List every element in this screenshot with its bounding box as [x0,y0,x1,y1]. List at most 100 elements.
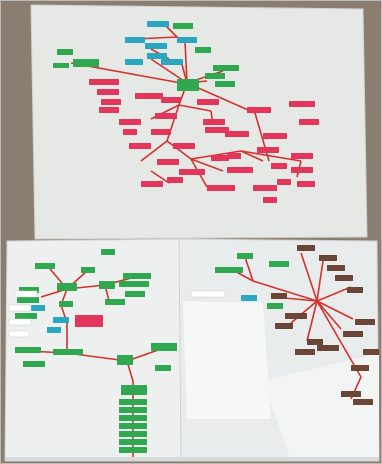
red-card [203,119,225,125]
red-card [155,113,177,119]
red-card [167,177,183,183]
green-card [99,281,115,289]
green-card [59,301,73,307]
paper-boards [5,5,379,461]
green-card [119,281,149,287]
green-card [215,81,235,87]
green-card [119,431,147,437]
green-card [23,361,45,367]
white-label-card [9,319,31,325]
red-card [207,185,235,191]
teal-card [177,37,197,43]
red-card [227,167,253,173]
red-card [97,89,119,95]
white-label-card [15,291,37,297]
red-card [291,167,313,173]
red-card [161,97,181,103]
red-card [123,129,137,135]
green-card [105,299,125,305]
brown-card [327,265,345,271]
green-card [151,343,177,351]
red-card [247,107,271,113]
brown-card [343,331,363,337]
green-card [123,273,151,279]
green-card [205,73,225,79]
green-card [213,65,239,71]
green-card [173,23,193,29]
green-card [57,283,77,291]
teal-card [147,21,169,27]
red-card [197,99,219,105]
green-card [155,365,171,371]
brown-card [317,345,339,351]
brown-card [297,245,315,251]
green-card [195,47,211,53]
brown-card [353,399,373,405]
red-card [289,101,315,107]
red-card [89,79,119,85]
teal-card [47,327,61,333]
red-card [263,133,287,139]
red-card [291,153,313,159]
red-card [227,153,241,159]
white-label-card [9,305,31,311]
red-card [135,93,163,99]
brown-card [341,391,361,397]
red-card [141,181,163,187]
green-card [53,63,69,68]
green-card [237,253,253,259]
green-card [117,355,133,365]
white-label-card [191,291,225,297]
teal-card [125,37,145,43]
red-card [179,169,205,175]
green-card [215,267,243,273]
green-card [125,291,145,297]
green-card [81,267,95,273]
folded-paper [183,301,271,419]
red-card [101,99,121,105]
teal-card [125,59,143,65]
teal-card [147,53,167,59]
teal-card [161,59,183,65]
green-card [267,303,283,309]
green-card [73,59,99,67]
green-card [101,249,115,255]
red-card [99,107,119,113]
green-card [15,347,41,353]
teal-card [145,43,167,49]
red-card [151,129,171,135]
green-card [177,79,199,91]
brown-card [355,319,375,325]
red-card [277,179,291,185]
red-card [253,185,277,191]
green-card [15,313,37,319]
red-card [119,119,141,125]
red-card [299,119,319,125]
brown-card [363,349,379,355]
green-card [57,49,73,55]
green-card [119,407,147,413]
brown-card [347,287,363,293]
green-card [119,447,147,453]
green-card [119,415,147,421]
floor-edge [5,457,379,461]
green-card [53,349,83,355]
brown-card [319,255,337,261]
red-card [173,143,195,149]
red-card [129,143,151,149]
brown-card [285,313,307,319]
red-card [157,159,179,165]
brown-card [307,339,323,345]
brown-card [351,365,369,371]
brown-card [275,323,293,329]
brown-card [295,349,315,355]
red-card [263,197,277,203]
brown-card [335,275,353,281]
green-card [119,423,147,429]
teal-card [241,295,257,301]
red-card [297,181,315,187]
red-card [271,163,287,169]
green-card [119,439,147,445]
